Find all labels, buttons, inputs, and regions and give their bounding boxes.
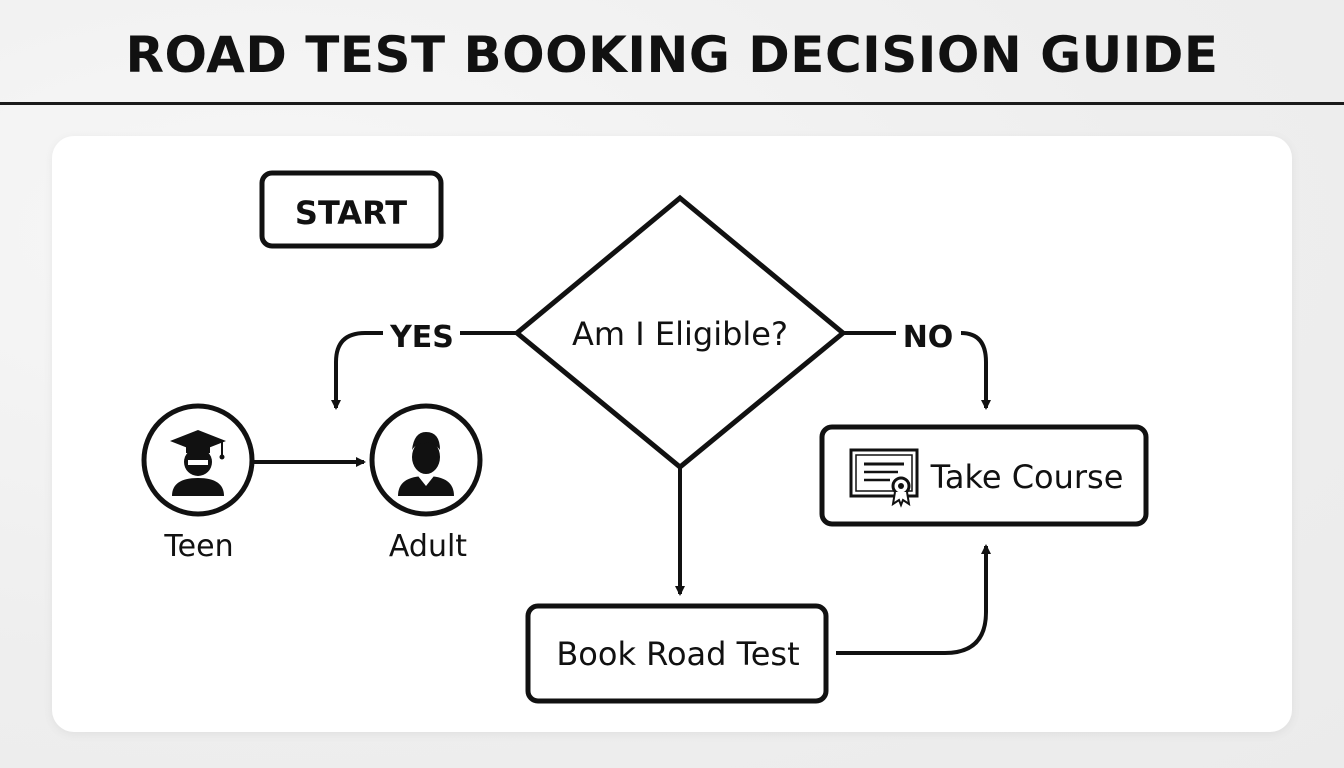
person-icon bbox=[398, 432, 454, 496]
graduate-person-icon bbox=[170, 430, 226, 496]
certificate-icon bbox=[849, 448, 919, 508]
no-arrow bbox=[960, 331, 991, 410]
take-course-label: Take Course bbox=[930, 458, 1124, 496]
no-branch: NO bbox=[843, 320, 991, 410]
yes-branch: YES bbox=[331, 320, 517, 410]
decision-node: Am I Eligible? bbox=[513, 194, 847, 471]
start-node: START bbox=[259, 170, 444, 249]
start-label: START bbox=[295, 194, 407, 232]
book-road-test-node: Book Road Test bbox=[525, 603, 829, 704]
teen-label: Teen bbox=[163, 529, 233, 564]
adult-node: Adult bbox=[369, 403, 483, 564]
header-divider bbox=[0, 102, 1344, 105]
book-road-test-label: Book Road Test bbox=[556, 635, 799, 673]
take-course-node: Take Course bbox=[819, 424, 1149, 527]
page-title: ROAD TEST BOOKING DECISION GUIDE bbox=[125, 26, 1219, 84]
yes-arrow bbox=[331, 331, 383, 410]
yes-label: YES bbox=[389, 320, 454, 355]
no-label: NO bbox=[903, 320, 954, 355]
teen-node: Teen bbox=[141, 403, 255, 564]
decision-label: Am I Eligible? bbox=[572, 315, 788, 353]
book-to-course-arrow bbox=[836, 544, 991, 655]
adult-label: Adult bbox=[389, 529, 467, 564]
